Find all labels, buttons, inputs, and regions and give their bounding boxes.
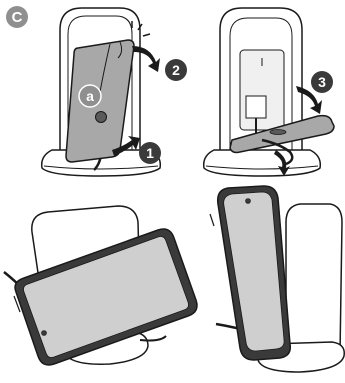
connector-block [246, 96, 266, 118]
panel-attach-coil-cover: 3 [204, 8, 334, 176]
step-3-text: 3 [318, 74, 326, 90]
step-1-badge: 1 [139, 142, 161, 164]
step-1-text: 1 [146, 145, 154, 161]
panel-remove-coil-cover: a 1 2 [42, 8, 187, 176]
figure-label-text: C [12, 9, 23, 26]
callout-a-badge: a [79, 85, 101, 107]
stand-base [204, 150, 321, 176]
figure-label-badge: C [6, 6, 28, 28]
coil-cover-center-hole [96, 112, 107, 123]
panel-landscape-charging [4, 206, 197, 365]
callout-a-text: a [86, 88, 94, 104]
panel-portrait-charging [210, 186, 344, 372]
step-2-text: 2 [172, 62, 180, 78]
step-3-badge: 3 [311, 71, 333, 93]
front-camera-icon [42, 331, 47, 336]
stand-body [286, 204, 342, 354]
front-camera-icon [246, 199, 251, 204]
step-2-badge: 2 [165, 59, 187, 81]
